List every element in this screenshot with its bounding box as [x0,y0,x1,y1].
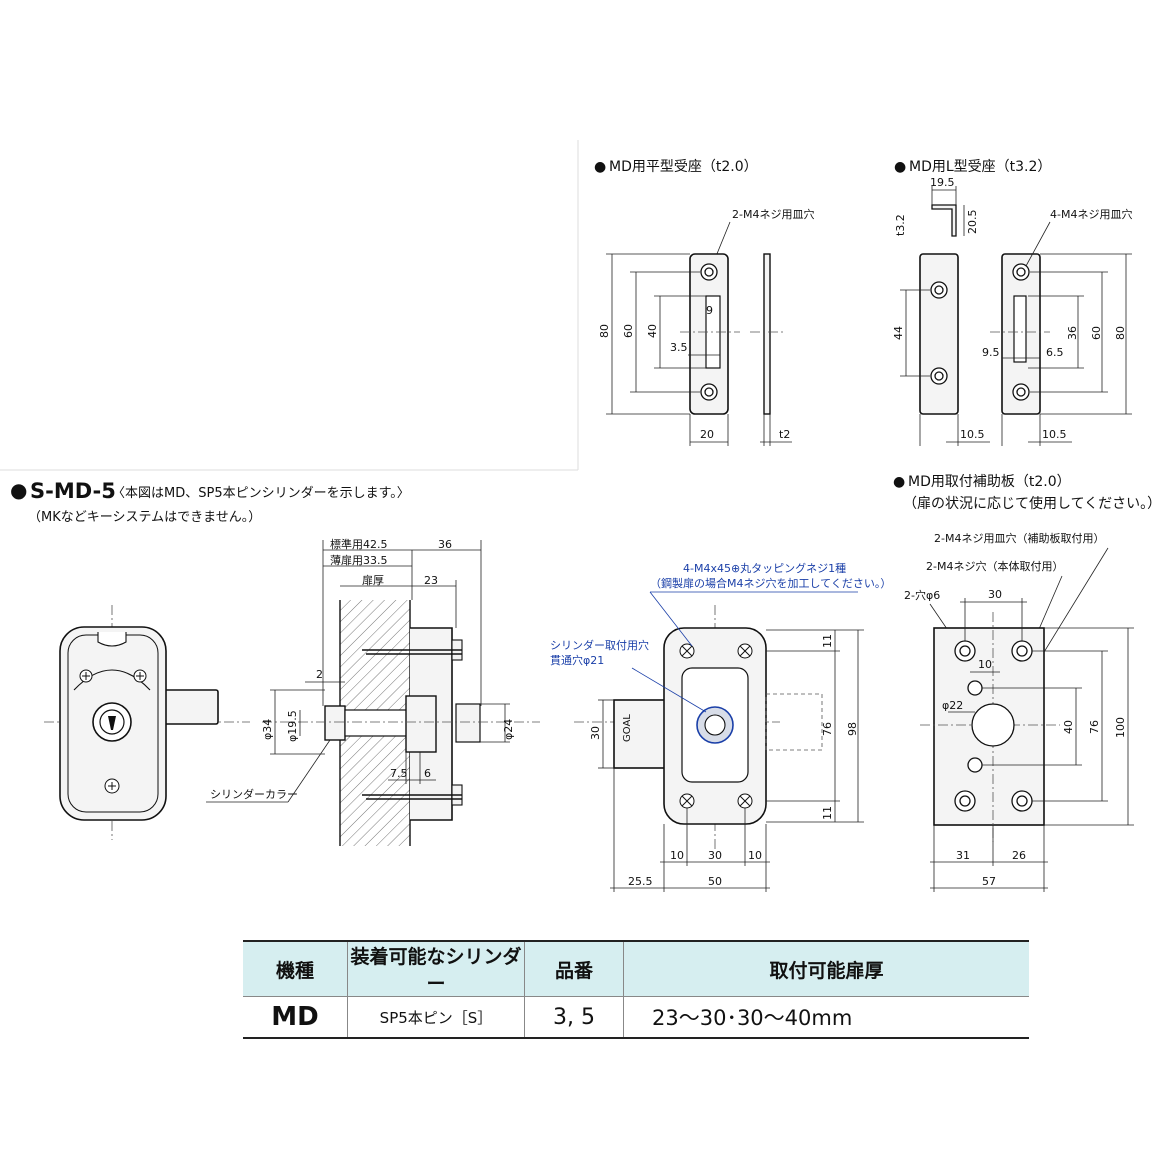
side-view: 標準用42.5 薄扉用33.5 36 扉厚 23 2 φ34 φ19.5 φ24… [206,537,540,846]
reinforce-title: MD用取付補助板（t2.0） [908,474,1071,490]
screw-note-2: （鋼製扉の場合M4ネジ穴を加工してください。） [650,576,891,590]
svg-text:10.5: 10.5 [960,428,985,441]
reinforce-note-1: 2-M4ネジ用皿穴（補助板取付用） [934,531,1104,545]
reinforce-plate-view: ● MD用取付補助板（t2.0） （扉の状況に応じて使用してください。） 2-M… [893,474,1161,892]
spec-cell-model: MD [271,1002,319,1032]
flat-strike-view: ● MD用平型受座（t2.0） 2-M4ネジ用皿穴 80 60 40 9 3.5… [594,159,814,446]
svg-text:36: 36 [438,538,452,551]
svg-text:20.5: 20.5 [966,210,979,235]
svg-text:11: 11 [821,806,834,820]
spec-table-header-row: 機種 装着可能なシリンダー 品番 取付可能扉厚 [243,941,1029,997]
reinforce-note-3: 2-穴φ6 [904,588,940,602]
svg-text:30: 30 [589,726,602,740]
svg-text:50: 50 [708,875,722,888]
l-strike-bullet: ● [894,159,906,175]
model-title: S-MD-5 [30,479,116,503]
svg-text:6: 6 [424,767,431,780]
svg-text:30: 30 [988,588,1002,601]
collar-label: シリンダーカラー [210,787,298,801]
spec-table: 機種 装着可能なシリンダー 品番 取付可能扉厚 MD SP5本ピン［S］ 3, … [243,940,1029,1039]
l-strike-title: MD用L型受座（t3.2） [909,159,1051,175]
flat-strike-side [763,253,771,415]
svg-text:6.5: 6.5 [1046,346,1064,359]
spec-cell-part-number: 3, 5 [524,996,624,1038]
svg-text:98: 98 [846,722,859,736]
reinforce-subtitle: （扉の状況に応じて使用してください。） [903,495,1161,512]
svg-text:60: 60 [622,324,635,338]
svg-text:36: 36 [1066,326,1079,340]
svg-text:40: 40 [646,324,659,338]
model-note-2: （MKなどキーシステムはできません。） [28,510,261,525]
reinforce-bullet: ● [893,474,905,490]
flat-strike-note: 2-M4ネジ用皿穴 [732,207,814,221]
svg-text:φ19.5: φ19.5 [286,710,299,742]
l-strike-profile [931,204,957,237]
spec-cell-door-thickness: 23〜30･30〜40mm [623,996,1029,1038]
svg-text:76: 76 [1088,720,1101,734]
svg-text:2: 2 [316,668,323,681]
svg-text:9: 9 [706,304,713,317]
svg-text:19.5: 19.5 [930,176,955,189]
svg-text:11: 11 [821,634,834,648]
table-row: MD SP5本ピン［S］ 3, 5 23〜30･30〜40mm [243,996,1029,1038]
model-note: 〈本図はMD、SP5本ピンシリンダーを示します。〉 [112,486,410,501]
svg-text:80: 80 [1114,326,1127,340]
svg-text:t2: t2 [779,428,790,441]
svg-text:φ22: φ22 [942,699,963,712]
svg-text:10: 10 [748,849,762,862]
svg-text:31: 31 [956,849,970,862]
svg-text:t3.2: t3.2 [894,214,907,236]
spec-header-model: 機種 [243,941,348,997]
svg-text:26: 26 [1012,849,1026,862]
svg-text:100: 100 [1114,717,1127,738]
goal-logo: GOAL [622,714,633,742]
svg-text:φ24: φ24 [502,719,515,740]
reinforce-note-2: 2-M4ネジ穴（本体取付用） [926,559,1063,573]
spec-header-door-thickness: 取付可能扉厚 [623,941,1029,997]
l-strike-view: ● MD用L型受座（t3.2） 19.5 t3.2 20.5 4-M4ネジ用皿穴… [892,159,1132,446]
svg-text:7.5: 7.5 [390,767,408,780]
svg-text:30: 30 [708,849,722,862]
svg-text:10.5: 10.5 [1042,428,1067,441]
spec-header-cylinder: 装着可能なシリンダー [347,941,525,997]
screw-note: 4-M4x45⊕丸タッピングネジ1種 [683,561,846,575]
hole-note: シリンダー取付用穴 [550,638,649,652]
model-bullet: ● [10,478,27,502]
svg-text:76: 76 [821,722,834,736]
svg-text:φ34: φ34 [261,719,274,740]
svg-text:9.5: 9.5 [982,346,1000,359]
spec-cell-cylinder: SP5本ピン［S］ [347,996,525,1038]
svg-text:40: 40 [1062,720,1075,734]
hole-note-2: 貫通穴φ21 [550,653,604,667]
svg-text:44: 44 [892,326,905,340]
svg-text:3.5: 3.5 [670,341,688,354]
l-strike-note: 4-M4ネジ用皿穴 [1050,207,1132,221]
l-strike-plate-side [919,253,959,415]
svg-text:80: 80 [598,324,611,338]
front-view [44,605,250,840]
svg-text:標準用42.5: 標準用42.5 [330,537,388,551]
svg-text:扉厚: 扉厚 [362,574,384,587]
svg-text:25.5: 25.5 [628,875,653,888]
svg-text:10: 10 [978,658,992,671]
svg-text:10: 10 [670,849,684,862]
svg-text:20: 20 [700,428,714,441]
reinforce-center-hole [971,703,1015,747]
svg-text:23: 23 [424,574,438,587]
spec-header-part-number: 品番 [524,941,624,997]
svg-text:57: 57 [982,875,996,888]
svg-text:薄扉用33.5: 薄扉用33.5 [330,553,388,567]
back-view: GOAL 4-M4x45⊕丸タッピングネジ1種 （鋼製扉の場合M4ネジ穴を加工し… [550,561,891,892]
svg-text:60: 60 [1090,326,1103,340]
flat-strike-title: MD用平型受座（t2.0） [609,159,758,175]
flat-strike-bullet: ● [594,159,606,175]
keyhole-icon [108,716,116,730]
